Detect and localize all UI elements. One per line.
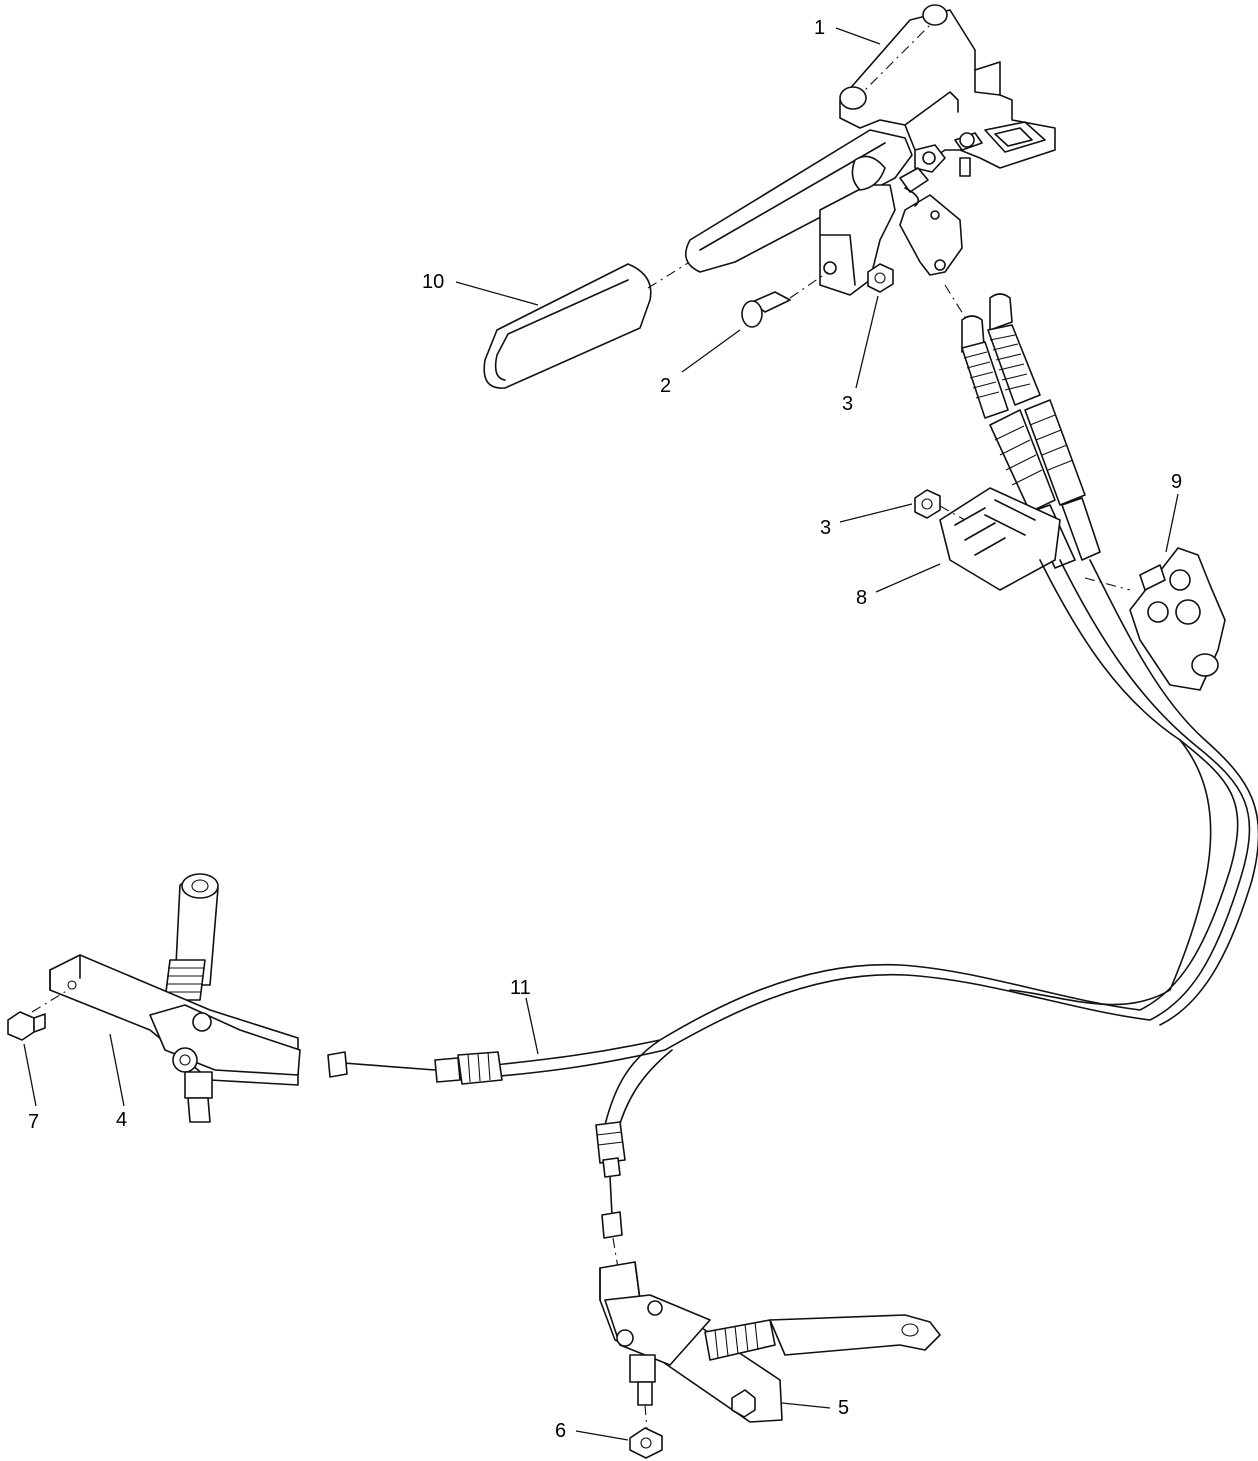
cable-bracket [1084,547,1226,691]
cable-mount-plate [939,487,1061,591]
callout-8: 8 [856,563,941,609]
callout-7: 7 [23,1043,39,1133]
callout-3-upper: 3 [842,295,879,415]
svg-text:7: 7 [28,1111,39,1133]
control-lever-bracket [839,4,1056,177]
callout-10: 10 [422,271,539,306]
left-cable-end [327,1051,503,1085]
svg-text:2: 2 [660,375,671,397]
clevis-pin [741,271,829,328]
svg-text:9: 9 [1171,471,1182,493]
callout-4: 4 [109,1033,127,1131]
svg-text:4: 4 [116,1109,127,1131]
flange-nut-lower [914,489,966,521]
lock-nut [629,1427,663,1459]
svg-text:1: 1 [814,17,825,39]
svg-text:5: 5 [838,1397,849,1419]
callout-5: 5 [781,1397,849,1419]
svg-text:10: 10 [422,271,444,293]
callout-3-lower: 3 [820,503,913,539]
callout-11: 11 [510,977,539,1055]
control-lever-arm [684,129,963,296]
svg-text:6: 6 [555,1420,566,1442]
svg-text:11: 11 [510,977,531,999]
callout-1: 1 [814,17,881,45]
hex-bolt [7,1011,46,1041]
callout-6: 6 [555,1420,629,1442]
lower-lever-assembly [599,1261,941,1431]
left-lever-assembly [31,873,301,1123]
callout-9: 9 [1165,471,1182,553]
svg-text:8: 8 [856,587,867,609]
lower-cable-end [595,1121,626,1269]
svg-text:3: 3 [842,393,853,415]
flange-nut-upper [867,263,894,293]
svg-text:3: 3 [820,517,831,539]
callout-2: 2 [660,329,741,397]
handle-grip [483,262,689,389]
cable-springs [944,284,1041,419]
cable-assembly [494,559,1258,1131]
